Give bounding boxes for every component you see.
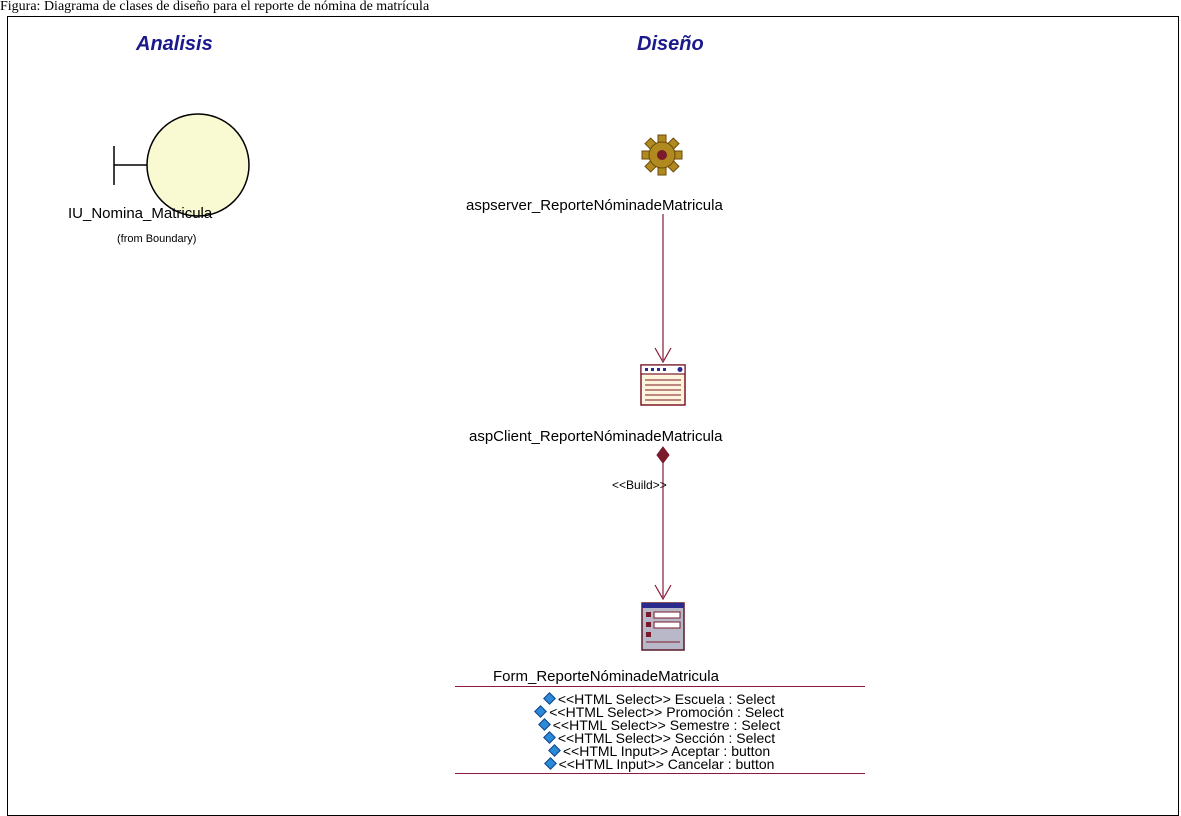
form-attribute[interactable]: <<HTML Select>> Escuela : Select [455,691,865,706]
gear-icon[interactable] [641,134,683,176]
form-icon[interactable] [641,602,685,651]
client-page-name: aspClient_ReporteNóminadeMatricula [469,428,723,445]
attribute-icon [543,756,557,770]
form-attributes-box: <<HTML Select>> Escuela : Select <<HTML … [455,686,865,774]
attribute-icon [542,730,556,744]
design-heading: Diseño [637,33,704,55]
composition-diamond [656,446,670,464]
client-page-icon[interactable] [640,364,686,406]
form-name: Form_ReporteNóminadeMatricula [493,668,719,685]
analysis-heading: Analisis [136,33,213,55]
server-page-name: aspserver_ReporteNóminadeMatricula [466,197,723,214]
attribute-icon [547,743,561,757]
boundary-origin: (from Boundary) [117,233,197,245]
figure-caption: Figura: Diagrama de clases de diseño par… [0,0,430,14]
form-attribute[interactable]: <<HTML Select>> Promoción : Select [455,704,865,719]
attribute-icon [534,704,548,718]
form-attribute[interactable]: <<HTML Select>> Sección : Select [455,730,865,745]
boundary-name: IU_Nomina_Matricula [68,205,213,222]
arrowhead-client [654,347,672,364]
attribute-icon [542,691,556,705]
form-attribute[interactable]: <<HTML Input>> Cancelar : button [455,756,865,771]
attribute-icon [537,717,551,731]
arrowhead-form [654,584,672,601]
build-stereotype: <<Build>> [612,478,667,492]
form-attribute[interactable]: <<HTML Select>> Semestre : Select [455,717,865,732]
boundary-icon[interactable] [113,113,250,217]
form-attribute[interactable]: <<HTML Input>> Aceptar : button [455,743,865,758]
